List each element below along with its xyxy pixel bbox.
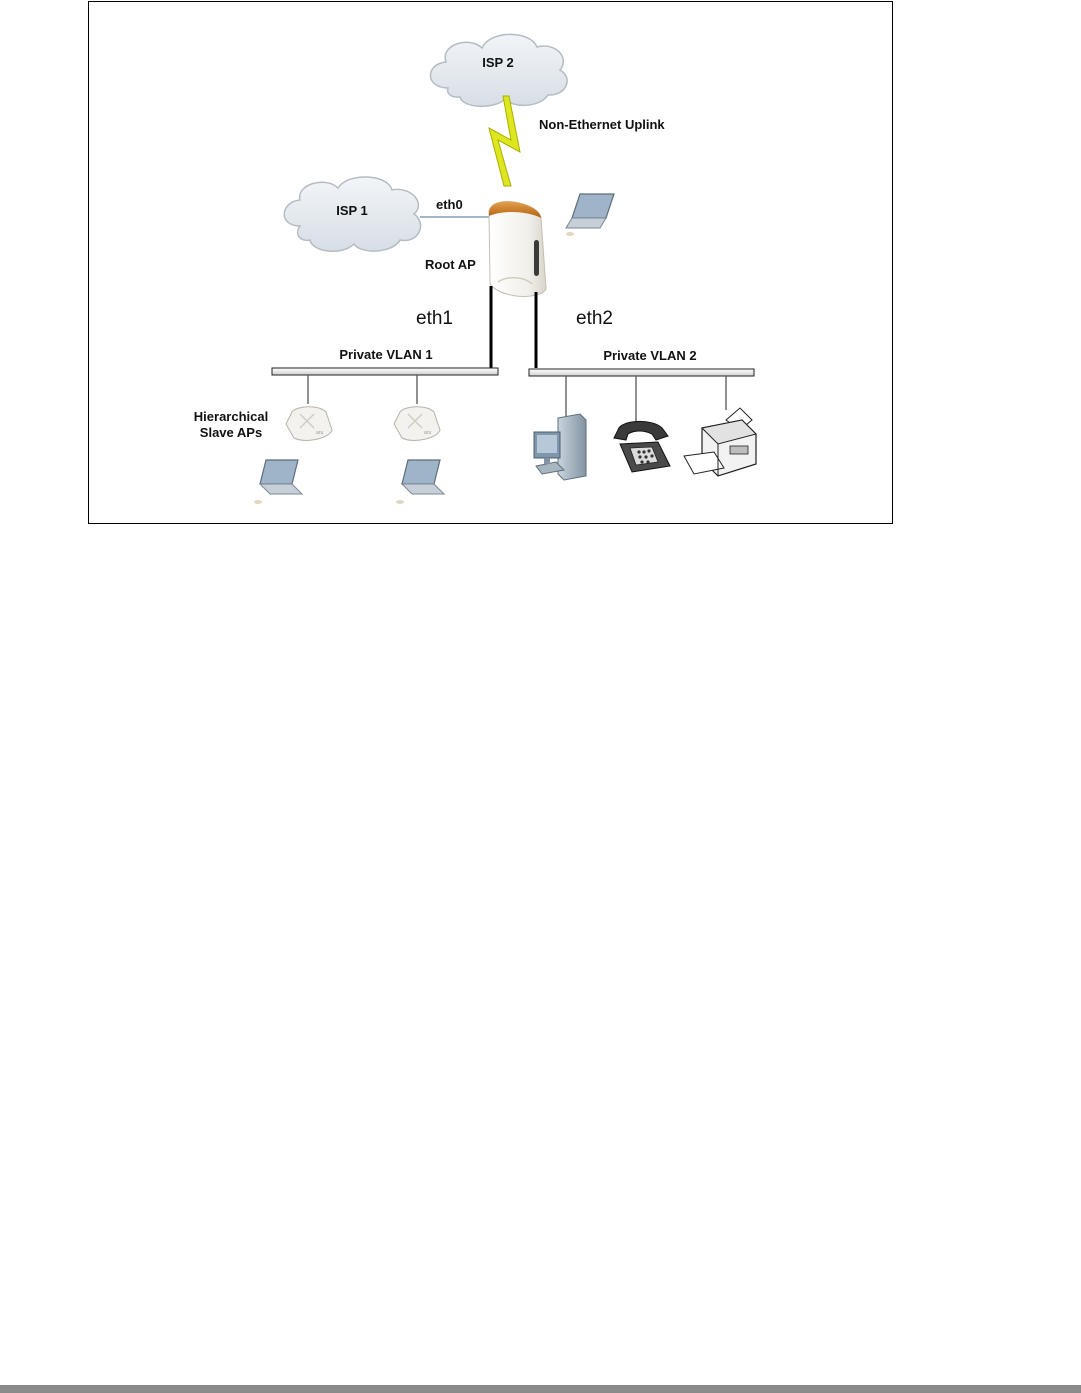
printer-icon <box>683 407 757 477</box>
root-ap-label: Root AP <box>425 257 476 272</box>
desktop-computer-icon <box>533 413 587 481</box>
vlan2-label: Private VLAN 2 <box>603 348 696 363</box>
laptop-icon <box>254 459 304 504</box>
slave-aps-label-line2: Slave APs <box>200 425 262 440</box>
vlan1-label: Private VLAN 1 <box>339 347 432 362</box>
footer-bar <box>0 1385 1081 1393</box>
eth1-label: eth1 <box>416 308 453 329</box>
network-diagram: ISP 2 Non-Ethernet Uplink ISP 1 eth0 Roo… <box>194 33 757 504</box>
root-ap-icon <box>488 201 547 297</box>
uplink-label: Non-Ethernet Uplink <box>539 117 665 132</box>
svg-text:aru: aru <box>424 430 431 436</box>
isp1-label: ISP 1 <box>336 203 368 218</box>
cloud-icon-isp1 <box>283 176 422 252</box>
vlan1-bus <box>271 367 499 376</box>
isp2-label: ISP 2 <box>482 55 514 70</box>
lightning-icon <box>488 95 521 187</box>
eth0-label: eth0 <box>436 197 463 212</box>
access-point-icon: aru <box>393 406 441 441</box>
vlan2-bus <box>528 368 755 377</box>
cloud-icon-isp2 <box>429 33 568 107</box>
slave-aps-label-line1: Hierarchical <box>194 409 268 424</box>
svg-text:aru: aru <box>316 430 323 436</box>
telephone-icon <box>613 421 671 473</box>
access-point-icon: aru <box>285 406 333 441</box>
laptop-icon <box>396 459 446 504</box>
eth2-label: eth2 <box>576 308 613 329</box>
laptop-icon <box>565 193 615 236</box>
